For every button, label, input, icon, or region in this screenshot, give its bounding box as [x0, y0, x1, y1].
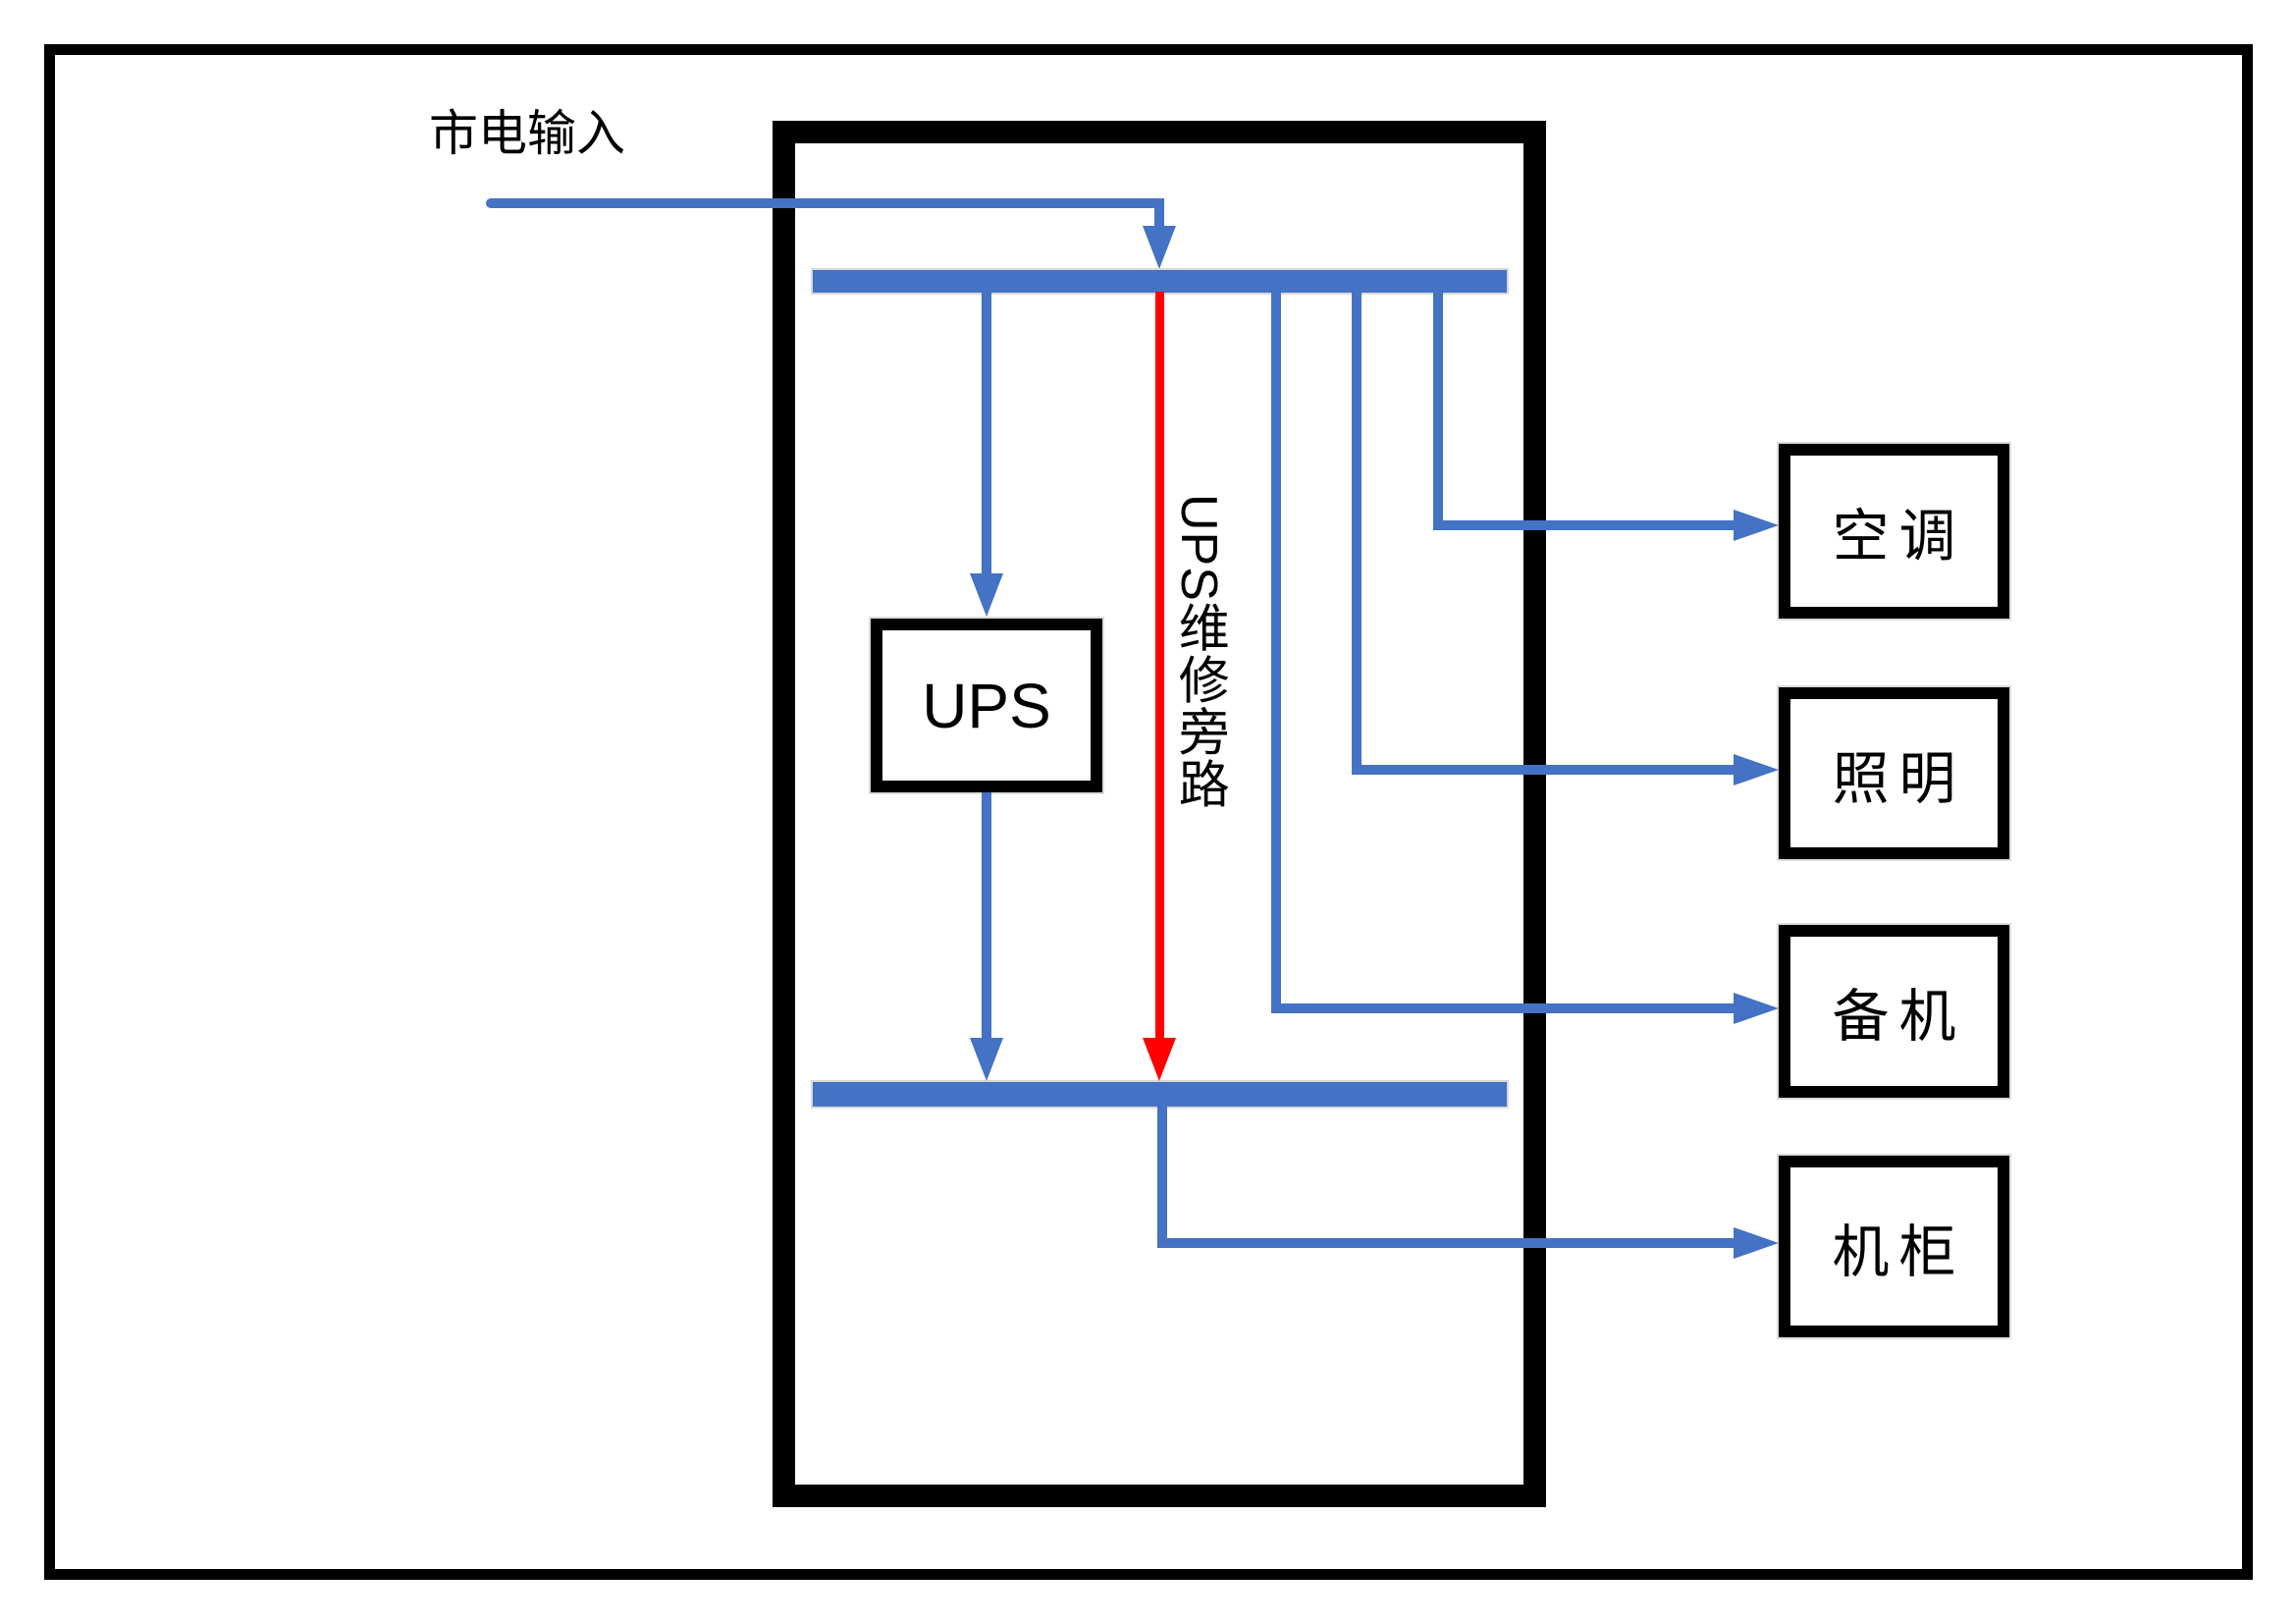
- lighting-branch-horizontal: [1352, 765, 1734, 775]
- ups-feed-line: [982, 292, 991, 573]
- bypass-label: UPS维修旁路: [1170, 494, 1228, 810]
- bypass-arrowhead-icon: [1143, 1038, 1176, 1081]
- ups-box-label: UPS: [922, 670, 1051, 741]
- load-box-rack-label: 机柜: [1832, 1219, 1966, 1284]
- standby-branch-horizontal: [1271, 1003, 1734, 1013]
- rack-branch-horizontal: [1157, 1238, 1734, 1248]
- ups-feed-arrowhead-icon: [970, 573, 1003, 617]
- lighting-arrowhead-icon: [1734, 754, 1779, 785]
- lighting-branch-vertical: [1352, 292, 1362, 775]
- mains-input-arrowhead-icon: [1143, 226, 1176, 269]
- load-box-standby-label: 备机: [1832, 985, 1966, 1049]
- output-busbar: [811, 1080, 1509, 1109]
- load-box-lighting-label: 照明: [1832, 746, 1966, 811]
- page-frame: [44, 44, 2253, 1580]
- mains-input-line-horizontal: [486, 198, 1164, 208]
- mains-input-label: 市电输入: [429, 106, 625, 161]
- standby-arrowhead-icon: [1734, 993, 1779, 1024]
- load-box-rack: 机柜: [1777, 1154, 2011, 1339]
- standby-branch-vertical: [1271, 292, 1281, 1013]
- ups-output-arrowhead-icon: [970, 1038, 1003, 1081]
- load-box-lighting: 照明: [1777, 685, 2011, 861]
- bypass-line: [1155, 292, 1164, 1038]
- input-busbar: [811, 268, 1509, 295]
- aircon-branch-horizontal: [1433, 520, 1734, 530]
- load-box-standby: 备机: [1777, 923, 2011, 1100]
- ups-output-line: [982, 792, 991, 1038]
- load-box-aircon-label: 空调: [1832, 505, 1966, 568]
- load-box-aircon: 空调: [1777, 442, 2011, 621]
- ups-box: UPS: [869, 617, 1104, 794]
- mains-input-line-vertical: [1154, 198, 1164, 228]
- aircon-branch-vertical: [1433, 292, 1443, 530]
- aircon-arrowhead-icon: [1734, 510, 1779, 541]
- rack-branch-vertical: [1157, 1107, 1167, 1248]
- rack-arrowhead-icon: [1734, 1227, 1779, 1259]
